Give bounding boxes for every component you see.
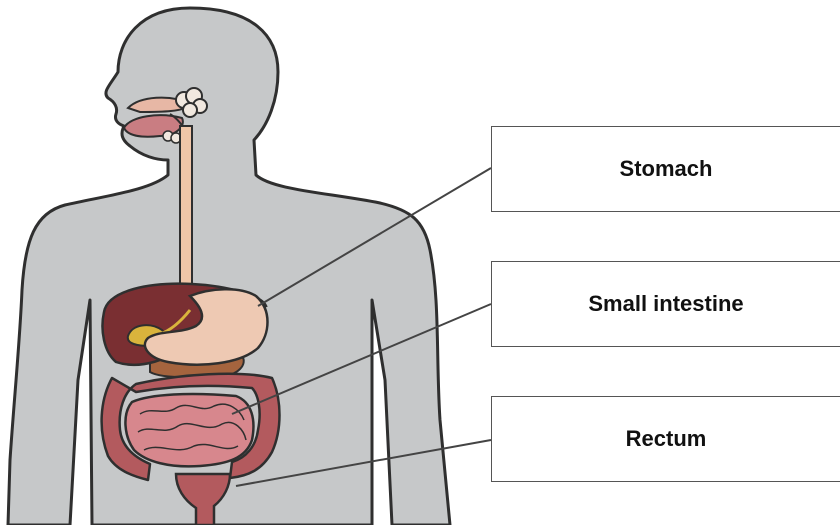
small-intestine: [125, 394, 253, 466]
label-rectum: Rectum: [626, 426, 707, 452]
salivary-gland-lower: [163, 131, 181, 143]
label-small-intestine: Small intestine: [588, 291, 743, 317]
esophagus: [180, 126, 192, 292]
label-box-small-intestine: Small intestine: [491, 261, 840, 347]
label-box-rectum: Rectum: [491, 396, 840, 482]
label-stomach: Stomach: [620, 156, 713, 182]
label-box-stomach: Stomach: [491, 126, 840, 212]
